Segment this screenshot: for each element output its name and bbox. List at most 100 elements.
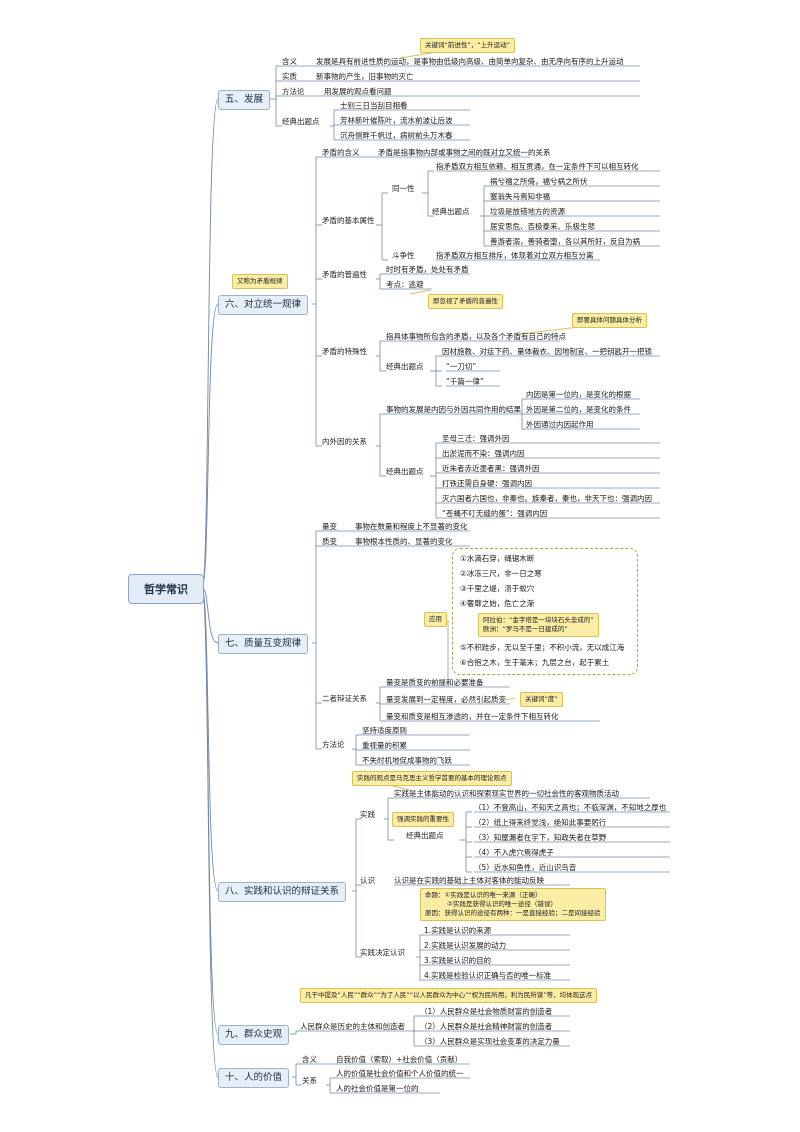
note-keyword: 关键词“前进性”，“上升运动”: [420, 38, 515, 53]
s6-identity-example: 祸兮福之所倚，福兮祸之所伏: [490, 177, 588, 186]
s7-qual-label: 质变: [322, 537, 337, 546]
s6-internal-external-label: 内外因的关系: [322, 437, 367, 446]
s6-particularity: 指具体事物所包含的矛盾，以及各个矛盾有自己的特点: [386, 332, 566, 341]
s9-main-label: 人民群众是历史的主体和创造者: [300, 1022, 405, 1031]
s7-quant-label: 量变: [322, 522, 337, 531]
applications-group: [452, 548, 638, 675]
note-propositions-line: ②实践是获得认识的唯一途径（错误）: [447, 900, 557, 908]
connector-line: [504, 697, 516, 701]
note-universality: 即忽视了矛盾的普遍性: [428, 294, 503, 309]
s10-meaning-label: 含义: [302, 1055, 317, 1064]
note-particularity: 即要具体问题具体分析: [572, 313, 647, 328]
section-human-value[interactable]: 十、人的价值: [218, 1068, 290, 1088]
note-alias: 又称为矛盾规律: [232, 274, 288, 289]
section-practice-cognition[interactable]: 八、实践和认识的辩证关系: [218, 882, 347, 902]
note-cadre: 凡干中提及“人民”“群众”“为了人民”“以人民群众为中心”“权为民所用，利为民所…: [300, 988, 598, 1003]
s8-practice-example: （5）近水知鱼性，近山识鸟音: [474, 863, 577, 872]
note-propositions-line: 命题：①实践是认识的唯一来源（正确）: [425, 891, 542, 899]
section-unity-of-opposites[interactable]: 六、对立统一规律: [218, 295, 309, 315]
note-applications-line: 欧洲：“罗马不是一日建成的”: [483, 625, 568, 633]
s6-exam-point: 考点：逃避: [386, 280, 424, 289]
s7-application: ②冰冻三尺，非一日之寒: [460, 569, 542, 578]
s6-identity: 指矛盾双方相互依赖、相互贯通，在一定条件下可以相互转化: [436, 162, 639, 171]
s7-quant: 事物在数量和程度上不显著的变化: [355, 522, 468, 531]
s10-relation-label: 关系: [302, 1076, 317, 1085]
s8-determine-item: 3.实践是认识的目的: [424, 956, 492, 965]
connector-line: [201, 303, 219, 589]
s10-relation-item: 人的社会价值是第一位的: [336, 1084, 419, 1093]
s10-meaning: 自我价值（索取）+社会价值（贡献）: [336, 1055, 463, 1064]
s8-cognition-label: 认识: [360, 876, 375, 885]
s6-universality-label: 矛盾的普遍性: [322, 270, 367, 279]
s8-practice-example: （1）不登高山，不知天之高也；不临深渊，不知地之厚也: [474, 803, 667, 812]
s6-universality: 时时有矛盾，处处有矛盾: [386, 265, 469, 274]
s7-application: ⑥合抱之木，生于毫末；九层之台，起于累土: [460, 658, 610, 667]
s6-identity-example: 塞翁失马焉知非福: [490, 192, 550, 201]
note-applications: 阿拉伯：“金字塔是一块块石头垒成的” 欧洲：“罗马不是一日建成的”: [478, 613, 599, 637]
connector-line: [409, 289, 431, 295]
s7-method-item: 坚持适度原则: [362, 726, 407, 735]
s6-identity-label: 同一性: [392, 184, 415, 193]
s6-internal-external-item: 内因是第一位的，是变化的根据: [526, 390, 631, 399]
s8-practice-example: （2）纸上得来终觉浅，绝知此事要躬行: [474, 818, 607, 827]
s5-method-label: 方法论: [282, 87, 305, 96]
s6-ie-example: 近朱者赤近墨者黑：强调外因: [442, 464, 540, 473]
s5-example: 沉舟侧畔千帆过，病树前头万木春: [340, 131, 453, 140]
s7-qual: 事物根本性质的、显著的变化: [355, 537, 453, 546]
section-masses-view[interactable]: 九、群众史观: [218, 1025, 290, 1045]
s7-method-label: 方法论: [322, 740, 345, 749]
s6-ie-example: 打铁还需自身硬：强调内因: [442, 479, 532, 488]
root-topic[interactable]: 哲学常识: [128, 574, 204, 604]
s6-meaning-label: 矛盾的含义: [322, 148, 360, 157]
s7-application: ③千里之堤，溃于蚁穴: [460, 584, 535, 593]
s7-dialectic-item: 量变发展到一定程度，必然引起质变: [386, 695, 506, 704]
note-applications-line: 阿拉伯：“金字塔是一块块石头垒成的”: [483, 616, 594, 624]
note-practice-importance: 强调实践的重要性: [392, 812, 454, 827]
s7-method-item: 重视量的积累: [362, 741, 407, 750]
note-propositions-line: 原因：获得认识的途径有两种：一是直接经验；二是间接经验: [425, 909, 601, 917]
s6-particularity-example: “一刀切”: [446, 362, 477, 371]
s8-practice-label: 实践: [360, 810, 375, 819]
s6-ie-example: 圣母三迁：强调外因: [442, 434, 510, 443]
s8-determine-item: 1.实践是认识的来源: [424, 926, 492, 935]
s9-item: （3）人民群众是实现社会变革的决定力量: [420, 1037, 560, 1046]
s9-item: （1）人民群众是社会物质财富的创造者: [420, 1007, 553, 1016]
s6-struggle-label: 斗争性: [392, 251, 415, 260]
s6-internal-external-item: 外因是第二位的，是变化的条件: [526, 405, 631, 414]
s6-ie-example: 出淤泥而不染：强调内因: [442, 449, 525, 458]
note-degree: 关键词“度”: [520, 692, 563, 707]
s9-item: （2）人民群众是社会精神财富的创造者: [420, 1022, 553, 1031]
connector-line: [201, 587, 219, 892]
s8-determine-item: 4.实践是检验认识正确与否的唯一标准: [424, 971, 552, 980]
s7-dialectic-label: 二者辩证关系: [322, 694, 367, 703]
s7-dialectic-item: 量变和质变是相互渗透的，并在一定条件下相互转化: [386, 712, 559, 721]
connector-line: [201, 587, 219, 1078]
s6-identity-exam-label: 经典出题点: [432, 207, 470, 216]
s6-identity-example: 善游者溺，善骑者堕，各以其所好，反自为祸: [490, 237, 640, 246]
s6-attr-label: 矛盾的基本属性: [322, 216, 375, 225]
s5-method: 用发展的观点看问题: [324, 87, 392, 96]
s5-exam-label: 经典出题点: [282, 117, 320, 126]
s6-particularity-example: “千篇一律”: [446, 377, 484, 386]
connector-line: [201, 587, 219, 644]
s7-apply-label: 应用: [424, 612, 447, 627]
s7-application: ①水滴石穿，绳锯木断: [460, 554, 535, 563]
s5-example: 士别三日当刮目相看: [340, 101, 408, 110]
s8-practice-example: （4）不入虎穴焉得虎子: [474, 848, 554, 857]
section-quantity-quality[interactable]: 七、质量互变规律: [218, 634, 309, 654]
s6-internal-external-item: 外因通过内因起作用: [526, 420, 594, 429]
s6-struggle: 指矛盾双方相互排斥，体现着对立双方相互分离: [436, 251, 594, 260]
s6-internal-external: 事物的发展是内因与外因共同作用的结果: [386, 405, 521, 414]
s5-meaning: 发展是具有前进性质的运动，是事物由低级向高级、由简单向复杂、由无序向有序的上升运…: [316, 57, 624, 66]
s6-ie-exam-label: 经典出题点: [386, 467, 424, 476]
section-development[interactable]: 五、发展: [218, 90, 271, 110]
note-core-view: 实践的观点是马克思主义哲学首要的基本的理论观点: [352, 771, 512, 786]
s6-particularity-example: 因材施教、对症下药、量体裁衣、因地制宜、一把钥匙开一把锁: [442, 347, 652, 356]
s8-determine-item: 2.实践是认识发展的动力: [424, 941, 507, 950]
s8-practice: 实践是主体能动的认识和探索现实世界的一切社会性的客观物质活动: [394, 789, 619, 798]
s6-particularity-exam-label: 经典出题点: [386, 362, 424, 371]
s5-meaning-label: 含义: [282, 57, 297, 66]
s7-application: ⑤不积跬步，无以至千里；不积小流，无以成江海: [460, 643, 625, 652]
s7-application: ④奢靡之始，危亡之渐: [460, 599, 535, 608]
note-propositions: 命题：①实践是认识的唯一来源（正确） ②实践是获得认识的唯一途径（错误） 原因：…: [420, 888, 606, 921]
